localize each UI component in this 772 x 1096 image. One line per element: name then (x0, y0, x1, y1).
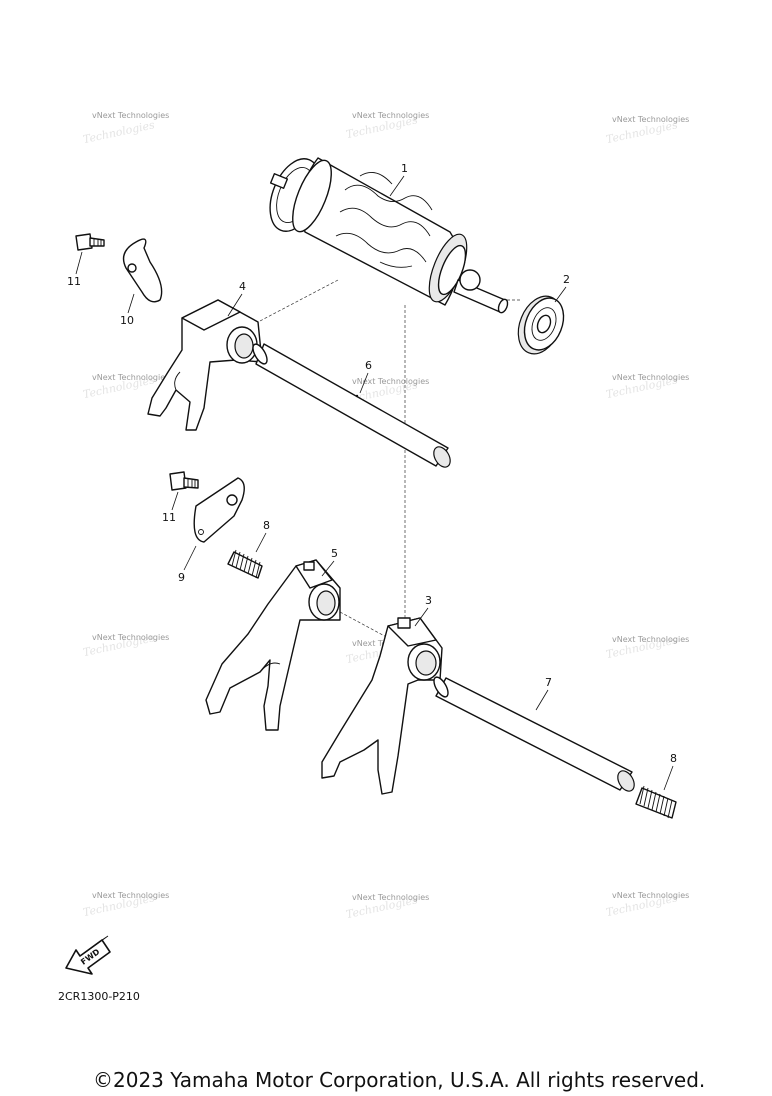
callout-10: 10 (120, 293, 135, 327)
bolt-lower (169, 471, 199, 491)
watermark-12: Technologies vNext Technologies (605, 891, 689, 919)
assembly-lines (257, 279, 520, 641)
stopper-lever (122, 238, 163, 303)
spring-upper (227, 549, 263, 579)
svg-text:vNext Technologies: vNext Technologies (352, 893, 429, 902)
svg-text:7: 7 (545, 676, 552, 689)
shift-drum (269, 157, 509, 314)
callout-11-upper: 11 (67, 251, 83, 288)
fork-guide-bar-upper (252, 343, 451, 468)
svg-text:8: 8 (263, 519, 270, 532)
svg-text:vNext Technologies: vNext Technologies (92, 111, 169, 120)
watermark-3: Technologies vNext Technologies (605, 115, 689, 146)
callout-2: 2 (554, 273, 570, 303)
shift-fork-middle (205, 559, 341, 731)
diagram-code: 2CR1300-P210 (58, 990, 140, 1003)
copyright-notice: ©2023 Yamaha Motor Corporation, U.S.A. A… (93, 1068, 706, 1092)
svg-text:9: 9 (178, 571, 185, 584)
shift-fork-right (321, 617, 443, 795)
svg-text:vNext Technologies: vNext Technologies (92, 633, 169, 642)
callout-5: 5 (321, 547, 338, 577)
plate (193, 477, 245, 543)
bearing (517, 295, 565, 355)
svg-text:1: 1 (401, 162, 408, 175)
svg-text:2: 2 (563, 273, 570, 286)
watermark-6: Technologies vNext Technologies (605, 373, 689, 401)
svg-text:11: 11 (67, 275, 81, 288)
svg-text:vNext Technologies: vNext Technologies (612, 115, 689, 124)
svg-text:4: 4 (239, 280, 246, 293)
svg-text:10: 10 (120, 314, 134, 327)
callout-8-upper: 8 (255, 519, 270, 553)
watermark-1: Technologies vNext Technologies (82, 111, 169, 146)
watermark-9: Technologies vNext Technologies (605, 633, 689, 661)
callout-8-lower: 8 (663, 752, 677, 791)
svg-text:3: 3 (425, 594, 432, 607)
svg-text:5: 5 (331, 547, 338, 560)
callout-3: 3 (414, 594, 432, 627)
fwd-arrow-icon: FWD (65, 935, 111, 975)
svg-text:vNext Technologies: vNext Technologies (92, 373, 169, 382)
callout-1: 1 (389, 162, 408, 197)
callout-9: 9 (178, 545, 197, 584)
svg-text:8: 8 (670, 752, 677, 765)
fork-guide-bar-lower (433, 676, 635, 792)
spring-lower (635, 785, 677, 819)
callout-7: 7 (535, 676, 552, 711)
svg-text:vNext Technologies: vNext Technologies (352, 111, 429, 120)
svg-text:6: 6 (365, 359, 372, 372)
watermark-7: Technologies vNext Technologies (82, 631, 169, 659)
watermark-10: Technologies vNext Technologies (82, 891, 169, 919)
watermark-2: Technologies vNext Technologies (345, 111, 429, 141)
watermark-11: Technologies vNext Technologies (345, 893, 429, 921)
bolt-upper (75, 233, 105, 251)
svg-text:vNext Technologies: vNext Technologies (612, 373, 689, 382)
svg-text:Technologies: Technologies (82, 118, 156, 146)
svg-text:vNext Technologies: vNext Technologies (92, 891, 169, 900)
shift-fork-upper (147, 299, 263, 431)
svg-text:11: 11 (162, 511, 176, 524)
svg-text:vNext Technologies: vNext Technologies (612, 891, 689, 900)
svg-text:vNext Technologies: vNext Technologies (612, 635, 689, 644)
callout-4: 4 (227, 280, 246, 317)
svg-text:vNext Technologies: vNext Technologies (352, 377, 429, 386)
callout-6: 6 (359, 359, 372, 394)
callout-11-lower: 11 (162, 491, 179, 524)
